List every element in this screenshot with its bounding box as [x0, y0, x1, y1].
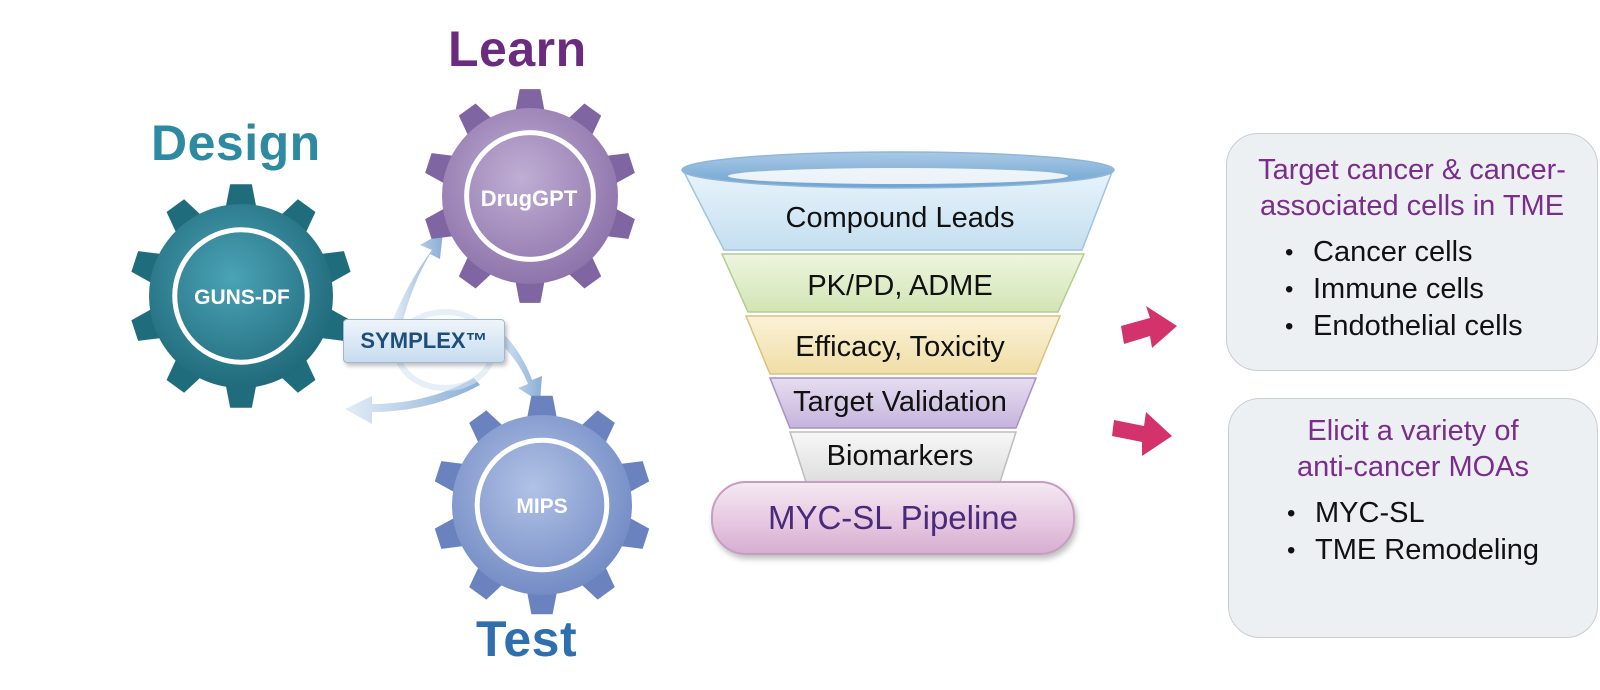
list-item: TME Remodeling: [1287, 532, 1597, 569]
gear-ring: [172, 227, 310, 365]
funnel: [681, 151, 1115, 483]
symplex-label: SYMPLEX™: [343, 319, 505, 363]
gear-tooth: [566, 103, 602, 138]
learn-label: Learn: [448, 21, 587, 77]
arrow-learn-to-test: [494, 330, 542, 402]
gear-test-icon: [434, 395, 650, 615]
gear-tooth: [526, 395, 558, 421]
funnel-stage-3-label: Efficacy, Toxicity: [795, 331, 1005, 363]
list-item: Cancer cells: [1285, 234, 1597, 271]
pink-arrows: [1112, 306, 1177, 456]
moa-title-line1: Elicit a variety of: [1307, 415, 1519, 447]
targets-title-line2: associated cells in TME: [1259, 190, 1565, 222]
test-label: Test: [476, 611, 578, 667]
pipeline-pill: MYC-SL Pipeline: [711, 481, 1075, 555]
gear-tooth: [458, 103, 494, 138]
gear-tooth: [166, 356, 203, 393]
gear-learn-label: DrugGPT: [480, 186, 578, 211]
gear-tooth: [279, 199, 316, 236]
arrow-to-targets-icon: [1121, 306, 1177, 348]
gear-tooth: [514, 89, 546, 114]
gear-test-label: MIPS: [516, 495, 568, 518]
moa-list: MYC-SL TME Remodeling: [1229, 495, 1597, 569]
list-item: Immune cells: [1285, 271, 1597, 308]
arrow-design-to-learn: [392, 232, 443, 324]
targets-list: Cancer cells Immune cells Endothelial ce…: [1227, 234, 1597, 345]
gear-design-label: GUNS-DF: [194, 286, 290, 309]
list-item: Endothelial cells: [1285, 308, 1597, 345]
pipeline-label: MYC-SL Pipeline: [767, 499, 1019, 536]
gear-tooth: [225, 382, 257, 408]
gear-tooth: [166, 199, 203, 236]
gear-ring: [474, 437, 610, 573]
gear-tooth: [469, 410, 505, 446]
arrow-test-to-design: [345, 378, 480, 424]
gear-tooth: [225, 184, 257, 210]
funnel-stage-3: [744, 315, 1062, 375]
gear-tooth: [279, 356, 316, 393]
funnel-stage-2: [720, 253, 1086, 313]
gear-tooth: [458, 254, 494, 289]
funnel-stage-2-label: PK/PD, ADME: [807, 270, 993, 302]
moa-box-title: Elicit a variety of anti-cancer MOAs: [1229, 413, 1597, 485]
gear-design-icon: [131, 184, 351, 408]
gear-tooth: [514, 278, 546, 303]
gear-ring: [464, 130, 596, 262]
gear-tooth: [469, 564, 505, 600]
funnel-stage-4: [768, 377, 1038, 429]
targets-box-title: Target cancer & cancer- associated cells…: [1227, 152, 1597, 224]
funnel-stage-4-label: Target Validation: [793, 386, 1007, 418]
funnel-stage-1-label: Compound Leads: [785, 202, 1015, 234]
moa-title-line2: anti-cancer MOAs: [1296, 451, 1530, 483]
gear-tooth: [566, 254, 602, 289]
arrow-to-moa-icon: [1112, 412, 1172, 456]
gear-tooth: [526, 589, 558, 615]
gear-learn-icon: [425, 89, 635, 303]
gear-tooth: [579, 410, 615, 446]
list-item: MYC-SL: [1287, 495, 1597, 532]
targets-box: Target cancer & cancer- associated cells…: [1226, 133, 1598, 371]
gear-tooth: [579, 564, 615, 600]
moa-box: Elicit a variety of anti-cancer MOAs MYC…: [1228, 398, 1598, 638]
design-label: Design: [151, 115, 321, 171]
funnel-stage-5-label: Biomarkers: [826, 440, 974, 472]
targets-title-line1: Target cancer & cancer-: [1258, 154, 1566, 186]
funnel-rim-inner: [728, 168, 1068, 184]
